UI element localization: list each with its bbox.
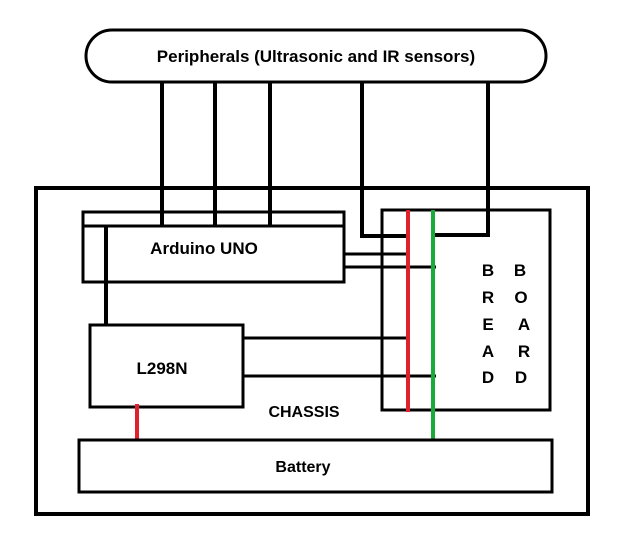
breadboard-letter: A: [482, 342, 494, 361]
peripheral-breadboard-wires: [360, 82, 490, 238]
breadboard-letter: A: [518, 315, 530, 334]
breadboard-letter: R: [518, 342, 530, 361]
breadboard-letter: B: [482, 261, 494, 280]
breadboard-letter: O: [514, 288, 527, 307]
battery-label: Battery: [275, 459, 330, 476]
arduino-breadboard-wires: [344, 252, 436, 269]
breadboard-letter: D: [482, 368, 494, 387]
breadboard-label-col2: B O A R D: [514, 261, 530, 387]
breadboard-letter: D: [515, 368, 527, 387]
peripherals-box: [84, 28, 548, 84]
breadboard-letter: B: [514, 261, 526, 280]
chassis-label: CHASSIS: [268, 404, 339, 421]
arduino-label: Arduino UNO: [150, 239, 258, 258]
breadboard-letter: E: [482, 315, 493, 334]
battery-box: [77, 438, 554, 494]
breadboard-box: [380, 208, 552, 412]
breadboard-label-col1: B R E A D: [482, 261, 494, 387]
peripherals-label: Peripherals (Ultrasonic and IR sensors): [157, 47, 475, 66]
arduino-box: [81, 210, 346, 284]
peripheral-arduino-wires: [160, 82, 272, 228]
l298n-box: [88, 323, 245, 409]
l298n-label: L298N: [136, 359, 187, 378]
breadboard-letter: R: [482, 288, 494, 307]
chassis-box: [34, 186, 590, 516]
